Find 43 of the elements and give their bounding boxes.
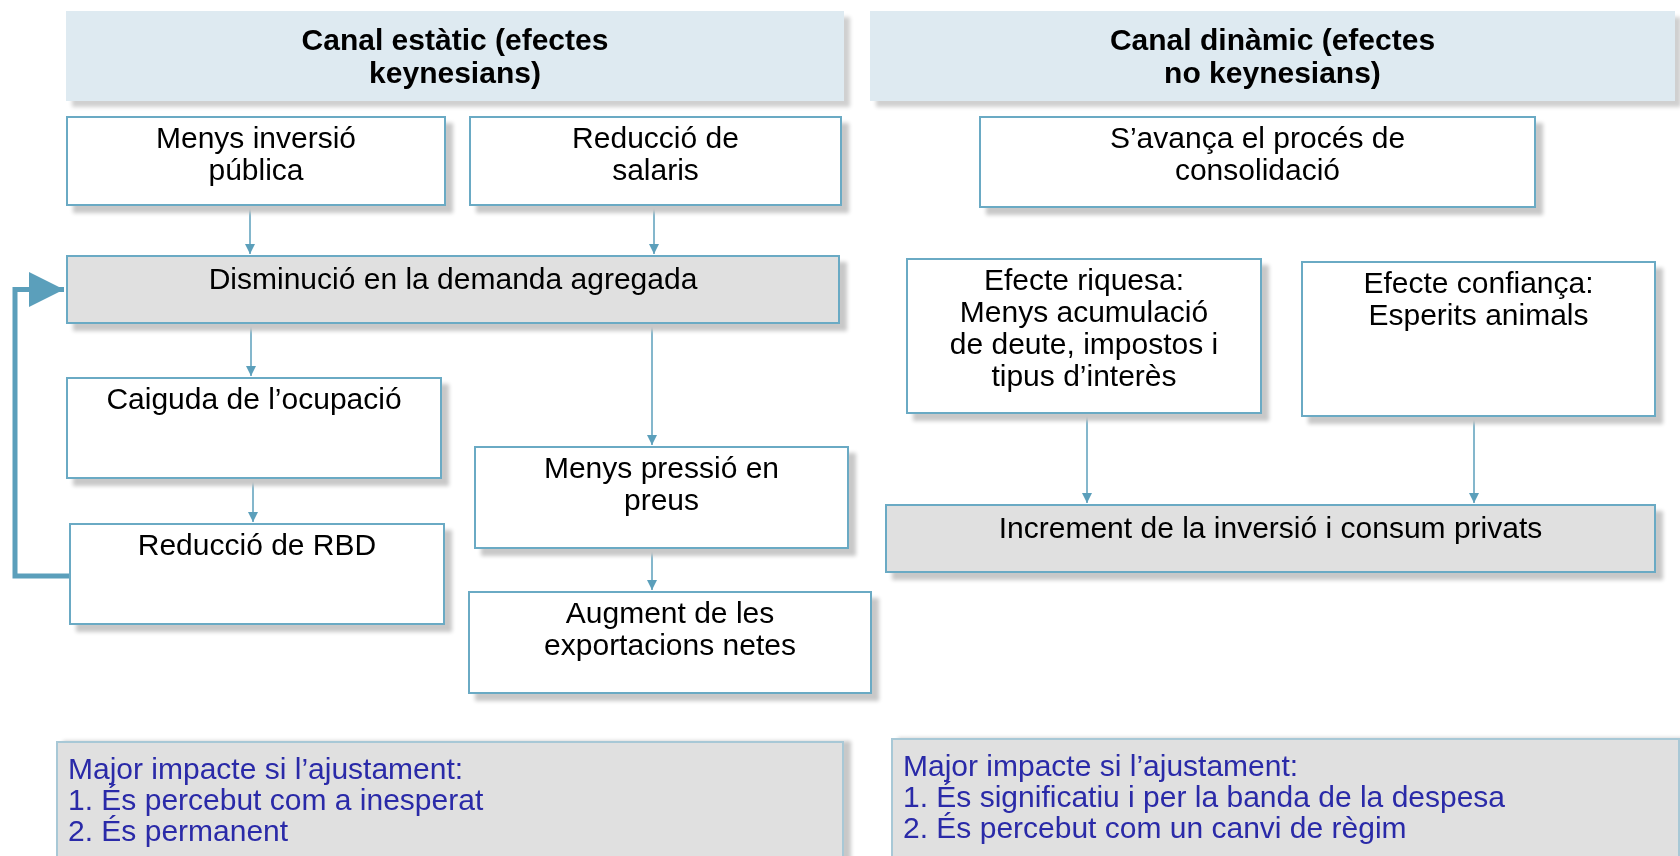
arrow bbox=[1081, 414, 1093, 504]
process-box bbox=[979, 116, 1536, 208]
process-box bbox=[66, 377, 442, 479]
box-label: Menys pressió en preus bbox=[542, 452, 781, 516]
process-box bbox=[66, 116, 446, 206]
box-label: Augment de les exportacions netes bbox=[543, 597, 797, 661]
box-label: Caiguda de l’ocupació bbox=[106, 383, 402, 415]
list-item: 1. És percebut com a inesperat bbox=[68, 784, 484, 815]
box-label: S’avança el procés de consolidació bbox=[1108, 122, 1407, 186]
arrow bbox=[646, 324, 658, 446]
process-box bbox=[69, 523, 445, 625]
box-label: Menys inversió pública bbox=[154, 122, 358, 186]
list-item: 1. És significatiu i per la banda de la despesa bbox=[903, 781, 1506, 812]
box-label: Increment de la inversió i consum privats bbox=[998, 512, 1543, 544]
process-box bbox=[469, 116, 842, 206]
list-item: 2. És percebut com un canvi de règim bbox=[903, 812, 1407, 843]
arrow bbox=[1468, 417, 1480, 504]
list-item: 2. És permanent bbox=[68, 815, 289, 846]
process-box bbox=[1301, 261, 1656, 417]
arrow bbox=[244, 206, 256, 255]
note-heading: Major impacte si l’ajustament: bbox=[903, 750, 1299, 781]
process-box bbox=[474, 446, 849, 549]
column-header-band bbox=[66, 11, 844, 101]
box-label: Reducció de salaris bbox=[571, 122, 740, 186]
highlight-box bbox=[885, 504, 1656, 573]
box-label: Reducció de RBD bbox=[137, 529, 377, 561]
note-heading: Major impacte si l’ajustament: bbox=[68, 753, 464, 784]
column-header-band bbox=[870, 11, 1675, 101]
process-box bbox=[906, 258, 1262, 414]
arrow bbox=[646, 549, 658, 591]
column-title: Canal dinàmic (efectes no keynesians) bbox=[1108, 23, 1437, 89]
arrow bbox=[12, 272, 69, 579]
arrow bbox=[247, 479, 259, 523]
arrow bbox=[648, 206, 660, 255]
arrow bbox=[245, 324, 257, 377]
note-panel bbox=[891, 738, 1680, 856]
box-label: Efecte riquesa: Menys acumulació de deute, impostos i tipus d’interès bbox=[948, 264, 1220, 392]
box-label: Disminució en la demanda agregada bbox=[208, 263, 698, 295]
column-title: Canal estàtic (efectes keynesians) bbox=[300, 23, 610, 89]
process-box bbox=[468, 591, 872, 694]
box-label: Efecte confiança: Esperits animals bbox=[1362, 267, 1595, 331]
highlight-box bbox=[66, 255, 840, 324]
note-panel bbox=[56, 741, 844, 856]
